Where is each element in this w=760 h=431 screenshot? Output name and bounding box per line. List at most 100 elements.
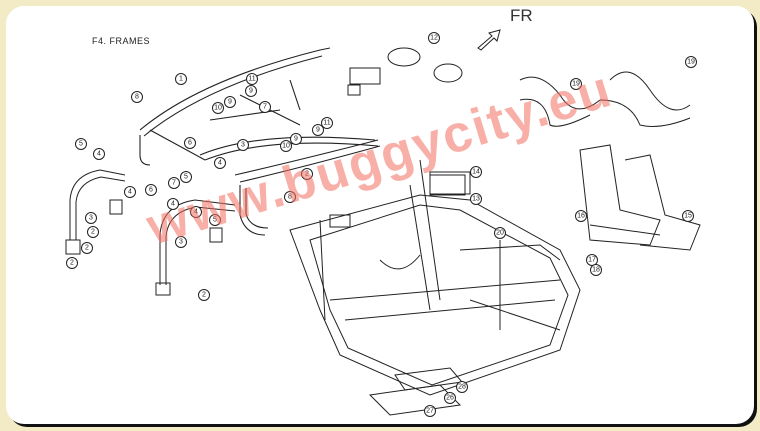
callout-circle: [145, 184, 157, 196]
part-number-callout: 6: [149, 187, 153, 194]
part-number-callout: 18: [592, 267, 600, 274]
part-number-callout: 5: [213, 217, 217, 224]
callout-circle: [685, 56, 697, 68]
part-number-callout: 3: [89, 215, 93, 222]
seats: [579, 144, 701, 251]
part-number-callout: 19: [687, 59, 695, 66]
callout-circle: [124, 186, 136, 198]
part-number-callout: 2: [202, 292, 206, 299]
callout-circle: [75, 138, 87, 150]
part-number-callout: 4: [194, 209, 198, 216]
part-number-callout: 3: [241, 142, 245, 149]
callout-circle: [575, 210, 587, 222]
callout-circle: [198, 289, 210, 301]
callout-circle: [87, 226, 99, 238]
callout-circle: [586, 254, 598, 266]
foot-steps: [368, 367, 463, 416]
front-direction-label: FR: [510, 6, 533, 25]
part-number-callout: 15: [684, 213, 692, 220]
callout-circle: [81, 242, 93, 254]
part-number-callout: 4: [128, 189, 132, 196]
callout-circle: [259, 101, 271, 113]
callout-circle: [245, 85, 257, 97]
diagram-title: F4. FRAMES: [92, 36, 151, 46]
roll-cage-top: [139, 47, 381, 236]
part-number-callout: 26: [446, 395, 454, 402]
part-number-callout: 28: [458, 384, 466, 391]
part-number-callout: 4: [171, 201, 175, 208]
part-number-callout: 10: [282, 143, 290, 150]
part-number-callout: 5: [184, 174, 188, 181]
part-number-callout: 9: [294, 136, 298, 143]
callout-circle: [424, 405, 436, 417]
callout-circle: [214, 157, 226, 169]
part-number-callout: 2: [91, 229, 95, 236]
part-number-callout: 4: [97, 151, 101, 158]
callout-circle: [209, 214, 221, 226]
part-number-callout: 9: [316, 127, 320, 134]
part-number-callout: 5: [79, 141, 83, 148]
callout-circle: [321, 117, 333, 129]
callout-circle: [570, 78, 582, 90]
callout-circle: [246, 73, 258, 85]
part-number-callout: 6: [188, 140, 192, 147]
part-number-callout: 11: [248, 76, 255, 83]
main-chassis-frame: [289, 159, 581, 396]
part-number-callout: 9: [249, 88, 253, 95]
callout-circle: [284, 191, 296, 203]
mirrors: [347, 47, 463, 96]
part-number-callout: 13: [472, 196, 480, 203]
seat-belts: [519, 71, 691, 127]
part-number-callout: 12: [430, 35, 438, 42]
callout-circle: [190, 206, 202, 218]
callout-circle: [93, 148, 105, 160]
part-number-callout: 20: [496, 230, 504, 237]
part-number-callout: 8: [288, 194, 292, 201]
part-number-callout: 27: [426, 408, 434, 415]
callout-circle: [212, 102, 224, 114]
part-number-callout: 2: [85, 245, 89, 252]
part-number-callout: 1: [179, 76, 183, 83]
callout-circle: [456, 381, 468, 393]
callout-circle: [470, 166, 482, 178]
callout-circle: [428, 32, 440, 44]
callout-circle: [237, 139, 249, 151]
part-number-callout: 16: [577, 213, 585, 220]
callout-circle: [301, 168, 313, 180]
part-number-callout: 14: [472, 169, 480, 176]
part-number-callout: 4: [218, 160, 222, 167]
callout-circle: [66, 257, 78, 269]
part-number-callout: 19: [572, 81, 580, 88]
callout-circle: [444, 392, 456, 404]
callout-circle: [184, 137, 196, 149]
part-number-callout: 2: [70, 260, 74, 267]
callout-circle: [312, 124, 324, 136]
callout-circle: [175, 73, 187, 85]
tail-light: [429, 171, 471, 195]
callout-circle: [224, 96, 236, 108]
part-number-callout: 11: [323, 120, 330, 127]
front-arrow-icon: [477, 29, 501, 51]
part-number-callout: 7: [263, 104, 267, 111]
part-number-callout: 8: [135, 94, 139, 101]
callout-circle: [470, 193, 482, 205]
part-number-callout: 2: [305, 171, 309, 178]
callout-circle: [131, 91, 143, 103]
callout-circle: [682, 210, 694, 222]
callout-circle: [590, 264, 602, 276]
callout-circle: [168, 177, 180, 189]
part-number-callout: 3: [179, 239, 183, 246]
callout-circle: [175, 236, 187, 248]
part-number-callout: 9: [228, 99, 232, 106]
callout-circle: [494, 227, 506, 239]
part-number-callout: 7: [172, 180, 176, 187]
callout-circle: [290, 133, 302, 145]
part-number-callout: 10: [214, 105, 222, 112]
callout-circle: [85, 212, 97, 224]
part-number-callout: 17: [588, 257, 596, 264]
callout-circle: [180, 171, 192, 183]
callout-circle: [280, 140, 292, 152]
callout-circle: [167, 198, 179, 210]
